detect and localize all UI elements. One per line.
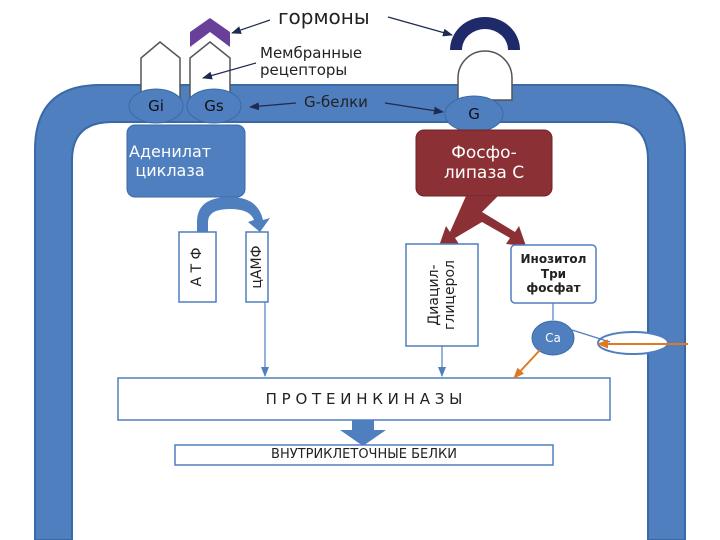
gs-label: Gs bbox=[204, 97, 224, 115]
g-proteins-label: G-белки bbox=[304, 93, 368, 111]
atp-label: А Т Ф bbox=[189, 247, 205, 287]
g-protein-gs bbox=[186, 88, 242, 124]
camp-box bbox=[245, 231, 269, 303]
ca-circle bbox=[531, 320, 575, 356]
phospholipase-fork-arrow bbox=[439, 196, 526, 246]
diacylglycerol-box bbox=[405, 243, 479, 347]
hormone-purple-chevron-icon bbox=[190, 18, 230, 47]
phospholipase-c-label: Фосфо- липаза С bbox=[443, 142, 525, 183]
intracellular-proteins-label: ВНУТРИКЛЕТОЧНЫЕ БЕЛКИ bbox=[271, 447, 457, 463]
membrane-receptors-label: Мембранные рецепторы bbox=[260, 44, 363, 80]
g-protein-gi bbox=[128, 88, 184, 124]
receptor-pointer bbox=[202, 62, 257, 80]
inositol-triphosphate-label: Инозитол Три фосфат bbox=[520, 252, 587, 296]
hormones-label: гормоны bbox=[278, 5, 370, 29]
adenylate-cyclase-box bbox=[126, 124, 246, 198]
down-arrow-icon bbox=[340, 420, 386, 446]
protein-kinases-label: П Р О Т Е И Н К И Н А З Ы bbox=[265, 390, 463, 408]
cell-membrane bbox=[34, 84, 686, 540]
g-protein-pointer-right bbox=[384, 102, 444, 115]
protein-kinases-box bbox=[117, 377, 611, 421]
intracellular-proteins-box bbox=[174, 444, 554, 466]
gi-label: Gi bbox=[148, 97, 164, 115]
atp-box bbox=[178, 231, 217, 303]
hormone-pointer-right bbox=[387, 16, 453, 37]
hormone-pointer-left bbox=[231, 19, 271, 34]
adenylate-cyclase-label: Аденилат циклаза bbox=[129, 141, 212, 180]
camp-label: цАМФ bbox=[249, 245, 265, 289]
atp-to-camp-curved-arrow bbox=[197, 197, 270, 232]
ca-to-kinase-arrow bbox=[513, 349, 541, 379]
ca-label: Ca bbox=[545, 330, 561, 345]
g-protein-pointer-left bbox=[249, 102, 297, 111]
receptor-g bbox=[457, 50, 513, 101]
hormone-navy-arch-icon bbox=[450, 17, 520, 50]
diacylglycerol-label: Диацил- глицерол bbox=[425, 260, 458, 330]
g-label: G bbox=[468, 105, 480, 123]
